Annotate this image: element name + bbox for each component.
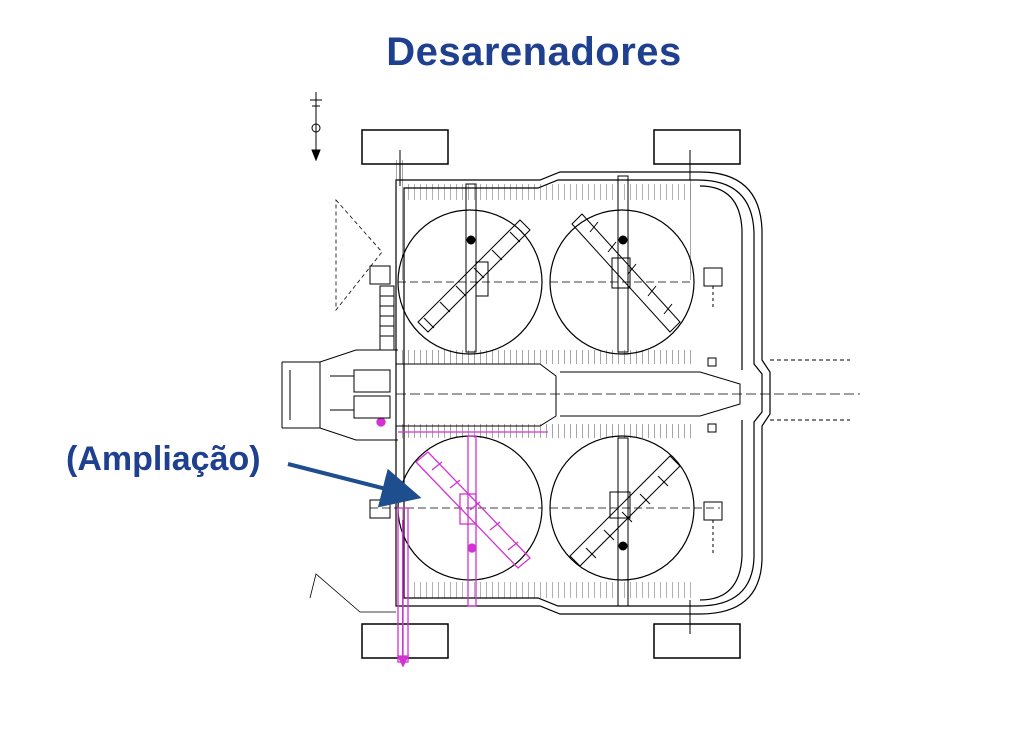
north-arrow-icon — [310, 92, 322, 162]
ampliacao-label: (Ampliação) — [66, 440, 261, 478]
structure-outline — [395, 171, 771, 615]
central-channel — [396, 359, 860, 427]
truss-top-right — [571, 213, 681, 333]
inlet-structure — [281, 349, 398, 441]
slide-title: Desarenadores — [386, 30, 682, 74]
truss-bottom-right — [569, 455, 681, 567]
tank-top-left — [397, 209, 543, 355]
truss-top-left — [417, 219, 531, 333]
top-wall-hatch — [404, 184, 694, 200]
bottom-left-sketch — [309, 573, 396, 613]
highlight-bridge-bottom-left — [376, 417, 548, 668]
dashed-left-region — [335, 198, 383, 312]
ampliacao-arrow — [287, 462, 422, 508]
highlight-truss-bottom-left — [415, 451, 531, 569]
right-side-elements — [399, 150, 723, 634]
right-wall-hatch — [688, 160, 696, 280]
center-wall-bottom-hatch — [396, 424, 696, 438]
tank-top-right — [549, 209, 695, 355]
corner-box-top-left — [361, 129, 449, 165]
tank-bottom-right — [549, 435, 720, 581]
bridge-top-left — [465, 183, 489, 353]
left-stair — [369, 265, 395, 519]
bottom-wall-hatch — [404, 582, 694, 598]
corner-box-top-right — [653, 129, 741, 165]
left-wall-hatch — [396, 160, 406, 280]
corner-box-bottom-right — [653, 623, 741, 659]
bridge-bottom-right — [609, 437, 631, 607]
center-wall-top-hatch — [396, 350, 696, 364]
